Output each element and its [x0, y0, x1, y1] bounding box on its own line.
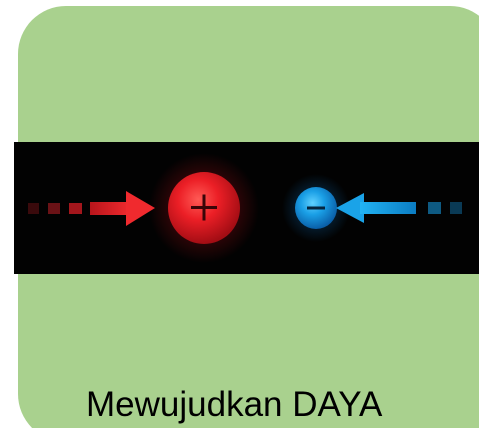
charge-illustration [28, 153, 462, 263]
arrow-left-icon [336, 193, 416, 223]
positive-charge [149, 153, 259, 263]
tile-caption: Mewujudkan DAYA [86, 385, 383, 424]
charge-illustration-band [14, 142, 479, 274]
negative-charge [282, 174, 350, 242]
arrow-right-icon [90, 191, 155, 226]
minus-icon [307, 206, 325, 210]
left-dash-trail [28, 203, 82, 214]
right-dash-trail [428, 202, 462, 214]
plus-icon [191, 194, 217, 221]
